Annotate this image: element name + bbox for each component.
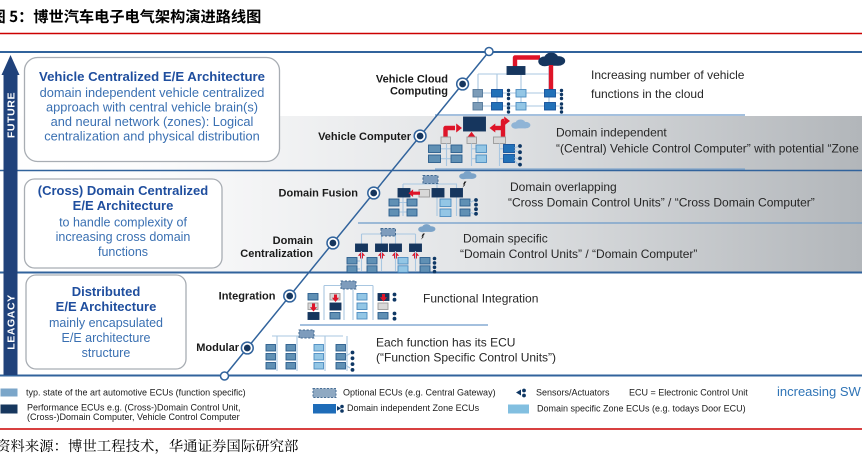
svg-text:Domain overlapping: Domain overlapping <box>510 180 617 194</box>
svg-text:Increasing number of vehicle: Increasing number of vehicle <box>591 68 745 82</box>
svg-text:FUTURE: FUTURE <box>6 92 18 138</box>
svg-text:Domain Fusion: Domain Fusion <box>279 188 359 200</box>
svg-text:(Cross-)Domain Computer, Vehic: (Cross-)Domain Computer, Vehicle Control… <box>27 412 240 422</box>
svg-text:functions: functions <box>98 245 148 259</box>
svg-text:E/E architecture: E/E architecture <box>62 331 151 345</box>
svg-text:Domain independent Zone ECUs: Domain independent Zone ECUs <box>347 403 480 413</box>
svg-text:centralization and physical di: centralization and physical distribution <box>44 129 260 144</box>
svg-text:ECU = Electronic Control Unit: ECU = Electronic Control Unit <box>629 388 748 398</box>
svg-text:Each function has its ECU: Each function has its ECU <box>376 336 515 350</box>
svg-text:Sensors/Actuators: Sensors/Actuators <box>536 388 610 398</box>
svg-text:Functional Integration: Functional Integration <box>423 292 538 306</box>
svg-text:Distributed: Distributed <box>72 284 141 299</box>
svg-text:domain independent vehicle cen: domain independent vehicle centralized <box>40 85 265 100</box>
svg-text:Computing: Computing <box>390 86 448 98</box>
svg-text:Vehicle Cloud: Vehicle Cloud <box>376 74 448 86</box>
svg-text:Domain independent: Domain independent <box>556 126 667 140</box>
svg-text:Domain specific: Domain specific <box>463 232 548 246</box>
svg-text:typ. state of the art automoti: typ. state of the art automotive ECUs (f… <box>26 388 246 398</box>
svg-text:Domain: Domain <box>273 235 314 247</box>
svg-text:“Cross Domain Control Units” /: “Cross Domain Control Units” / “Cross Do… <box>508 196 815 210</box>
svg-text:(“Function Specific Control Un: (“Function Specific Control Units”) <box>376 351 556 365</box>
svg-text:and neural network (zones): Lo: and neural network (zones): Logical <box>51 114 254 129</box>
svg-text:E/E Architecture: E/E Architecture <box>73 198 174 213</box>
svg-text:to handle complexity of: to handle complexity of <box>59 216 187 230</box>
svg-text:Integration: Integration <box>219 291 276 303</box>
svg-text:(Cross) Domain Centralized: (Cross) Domain Centralized <box>38 183 209 198</box>
svg-text:Modular: Modular <box>196 342 239 354</box>
svg-text:structure: structure <box>82 346 131 360</box>
svg-text:Vehicle Centralized E/E Archit: Vehicle Centralized E/E Architecture <box>39 69 265 84</box>
svg-text:Optional ECUs (e.g. Central Ga: Optional ECUs (e.g. Central Gateway) <box>343 388 496 398</box>
svg-text:approach with central vehicle: approach with central vehicle brain(s) <box>46 100 258 115</box>
svg-text:mainly encapsulated: mainly encapsulated <box>49 316 163 330</box>
svg-text:LEAGACY: LEAGACY <box>6 294 18 350</box>
svg-text:Performance ECUs e.g. (Cross-): Performance ECUs e.g. (Cross-)Domain Con… <box>27 403 241 413</box>
svg-text:Centralization: Centralization <box>240 248 313 260</box>
svg-text:E/E Architecture: E/E Architecture <box>56 299 157 314</box>
svg-text:functions in the cloud: functions in the cloud <box>591 87 704 101</box>
svg-text:“(Central) Vehicle Control Com: “(Central) Vehicle Control Computer” wit… <box>556 142 862 156</box>
svg-text:Domain specific Zone ECUs (e.g: Domain specific Zone ECUs (e.g. todays D… <box>537 404 746 414</box>
svg-text:increasing SW and E/E: increasing SW and E/E <box>777 384 862 399</box>
svg-text:“Domain Control Units” / “Doma: “Domain Control Units” / “Domain Compute… <box>460 247 697 261</box>
svg-text:Vehicle Computer: Vehicle Computer <box>318 131 412 143</box>
svg-text:increasing cross domain: increasing cross domain <box>56 230 191 244</box>
